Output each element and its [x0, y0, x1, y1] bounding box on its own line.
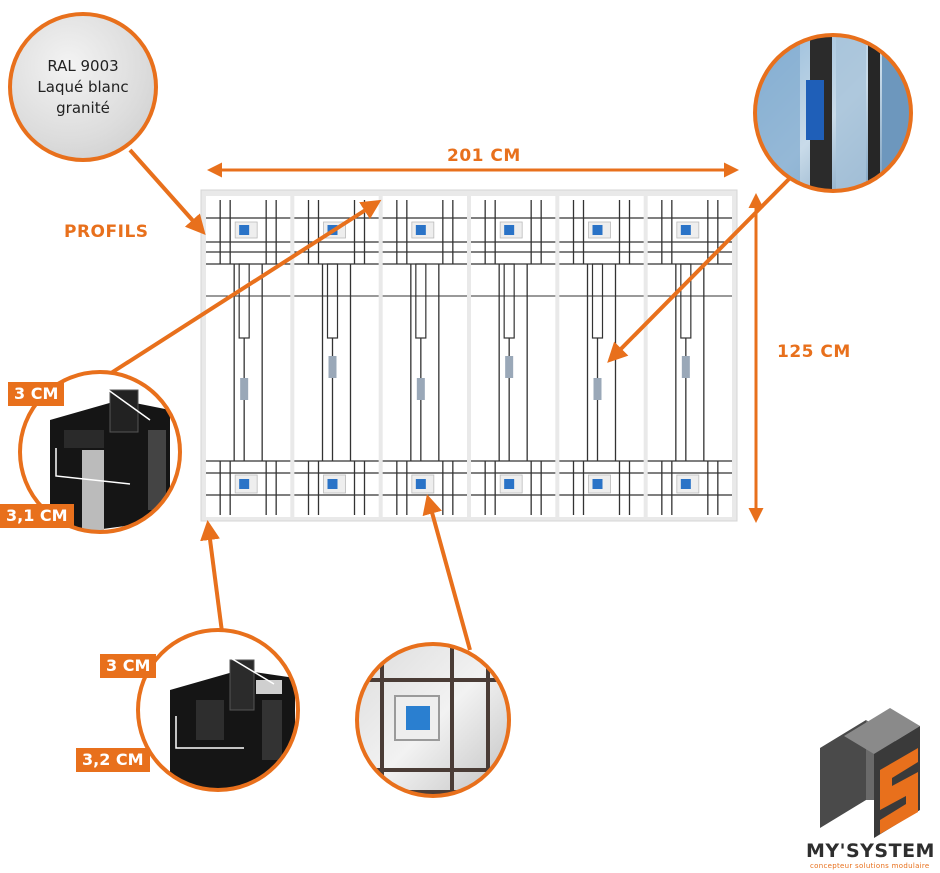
panel-3	[382, 196, 467, 517]
glass-square-top-3	[415, 225, 426, 235]
detail-circle-bar	[753, 33, 913, 193]
profile-bottom-dim-a: 3 CM	[100, 654, 157, 678]
panel-5	[559, 196, 644, 517]
profile-top-dim-a: 3 CM	[8, 382, 65, 406]
glass-square-top-5	[592, 225, 603, 235]
glass-square-bottom-2	[327, 479, 338, 489]
profile-top-arrow	[106, 199, 382, 377]
material-arrow	[128, 148, 206, 235]
glass-square-bottom-6	[680, 479, 691, 489]
glass-square-top-4	[504, 225, 515, 235]
texture-blue-square-detail	[406, 706, 430, 730]
profils-label: PROFILS	[64, 222, 149, 242]
glass-square-bottom-3	[415, 479, 426, 489]
glass-square-top-6	[680, 225, 691, 235]
profile-circle-bottom	[136, 628, 300, 792]
width-label: 201 CM	[447, 146, 521, 166]
brand-name: MY'SYSTEM	[806, 840, 935, 862]
glass-bar-3	[416, 378, 425, 400]
glass-square-bottom-4	[504, 479, 515, 489]
material-texture: granité	[56, 98, 110, 117]
detail-bottom-arrow	[422, 494, 472, 651]
glass-bar-6	[681, 356, 690, 378]
material-badge: RAL 9003 Laqué blanc granité	[8, 12, 158, 162]
glass-square-bottom-5	[592, 479, 603, 489]
glass-square-bottom-1	[239, 479, 250, 489]
glass-bar-1	[240, 378, 249, 400]
material-finish: Laqué blanc	[37, 77, 129, 96]
glass-bar-4	[505, 356, 514, 378]
logo-mark	[820, 708, 920, 838]
texture-blue-bar-detail	[806, 80, 824, 140]
profile-bottom-dim-b: 3,2 CM	[76, 748, 150, 772]
brand-tagline: concepteur solutions modulaire	[810, 862, 930, 870]
glass-bar-2	[328, 356, 337, 378]
panel-6	[647, 196, 732, 517]
detail-circle-square	[355, 642, 511, 798]
height-label: 125 CM	[777, 342, 851, 362]
panel-group	[206, 196, 732, 517]
profile-bottom-arrow	[200, 520, 224, 633]
detail-top-arrow	[607, 176, 792, 363]
panel-1	[206, 196, 291, 517]
profile-top-dim-b: 3,1 CM	[0, 504, 74, 528]
glass-square-top-1	[239, 225, 250, 235]
glass-bar-5	[593, 378, 602, 400]
material-ral-code: RAL 9003	[47, 56, 119, 75]
